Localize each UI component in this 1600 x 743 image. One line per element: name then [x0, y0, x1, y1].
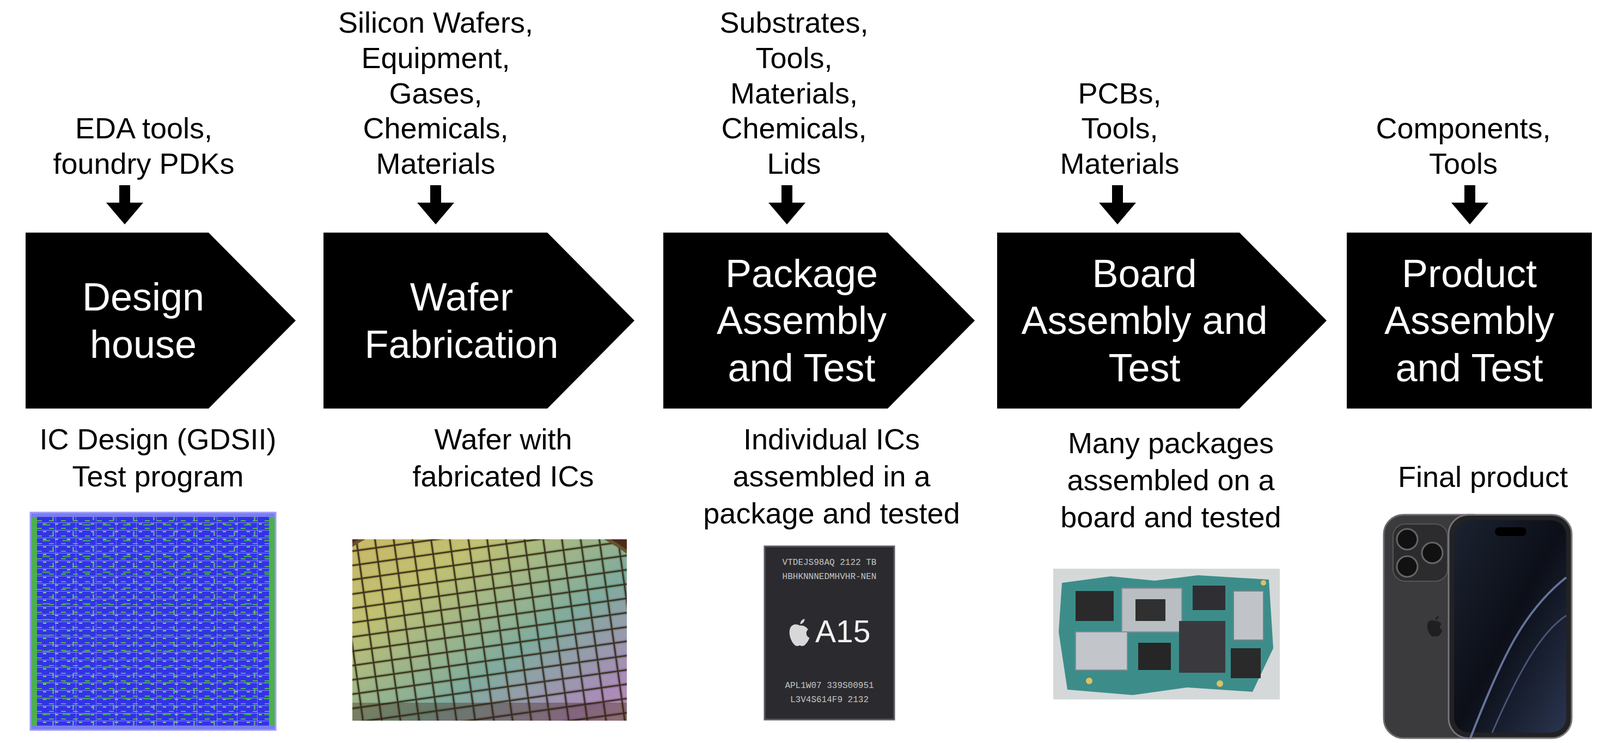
chip-marking: A15	[815, 614, 887, 649]
node-text-group: Product Assembly and Test	[1354, 249, 1584, 392]
input-label: Silicon Wafers, Equipment, Gases, Chemic…	[332, 4, 540, 182]
output-label: Wafer with fabricated ICs	[388, 420, 618, 495]
down-arrow	[1098, 185, 1137, 225]
apple-logo	[1427, 615, 1443, 637]
chip-marking: VTDEJS98AQ 2122 TB	[769, 557, 890, 569]
down-arrow	[417, 185, 455, 225]
chevron-fill	[997, 232, 1327, 409]
ic-layout-image	[30, 512, 276, 730]
node-text-group: Design house	[34, 273, 253, 368]
process-chevron: Product Assembly and Test	[1346, 232, 1592, 409]
chip-package-image	[764, 546, 895, 720]
stage-name: Board Assembly and Test	[1016, 249, 1273, 392]
process-chevron: Board Assembly and Test	[997, 232, 1327, 409]
chip-marking: L3V4S614F9 2132	[769, 694, 890, 706]
chevron-shape	[25, 232, 296, 409]
down-arrow	[106, 185, 144, 225]
output-label: Individual ICs assembled in a package an…	[689, 420, 974, 532]
node-text-group: Package Assembly and Test	[681, 249, 922, 392]
process-chevron: Wafer Fabrication	[323, 232, 635, 409]
chevron-shape	[323, 232, 635, 409]
input-label: PCBs, Tools, Materials	[1037, 75, 1202, 182]
chevron-fill	[25, 232, 296, 409]
stage-name: Design house	[34, 273, 253, 368]
chevron-fill	[663, 232, 975, 409]
node-text-group: Wafer Fabrication	[347, 273, 577, 368]
down-arrow	[1451, 185, 1489, 225]
stage-name: Wafer Fabrication	[347, 273, 577, 368]
output-label: IC Design (GDSII) Test program	[27, 420, 289, 495]
wafer-image	[352, 539, 627, 721]
apple-logo	[789, 618, 810, 646]
chevron-fill	[1346, 232, 1592, 409]
input-label: Components, Tools	[1354, 110, 1573, 182]
down-arrow	[768, 185, 806, 225]
chip-marking: APL1W07 339S00951	[769, 680, 890, 692]
node-text-group: Board Assembly and Test	[1016, 249, 1273, 392]
input-label: EDA tools, foundry PDKs	[34, 110, 253, 182]
output-label: Final product	[1373, 457, 1592, 496]
process-chevron: Package Assembly and Test	[663, 232, 975, 409]
input-arrows	[106, 185, 1489, 225]
input-label: Substrates, Tools, Materials, Chemicals,…	[701, 4, 887, 182]
stage-name: Package Assembly and Test	[681, 249, 922, 392]
phone-image	[1383, 514, 1572, 738]
chevron-fill	[323, 232, 635, 409]
stage-name: Product Assembly and Test	[1354, 249, 1584, 392]
process-chevron: Design house	[25, 232, 296, 409]
chip-marking: HBHKNNNEDMHVHR-NEN	[769, 571, 890, 583]
circuit-board-image	[1053, 568, 1280, 700]
output-label: Many packages assembled on a board and t…	[1042, 424, 1299, 536]
